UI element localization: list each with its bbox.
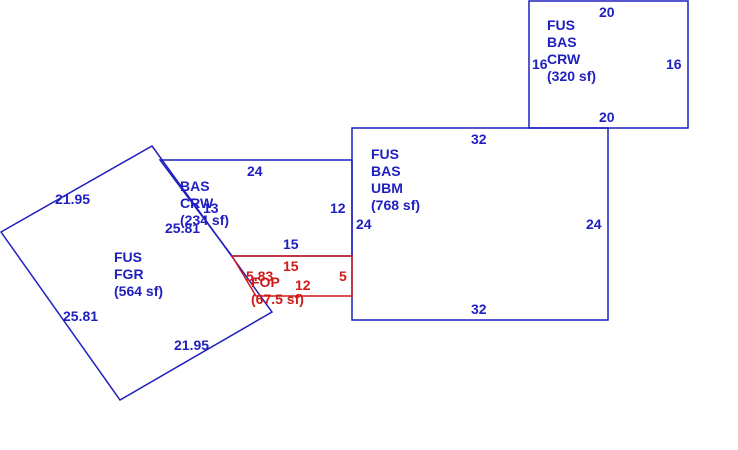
porch-area-label: FOP (67.5 sf)	[251, 274, 304, 308]
porch-area-label-line2: (67.5 sf)	[251, 291, 304, 307]
garage-area-label-line2: FGR	[114, 266, 144, 282]
basement-area-label: FUS BAS UBM (768 sf)	[371, 146, 420, 214]
porch-top-dimension: 15	[283, 258, 299, 274]
upper-area-label-line3: CRW	[547, 51, 581, 67]
porch-left-dimension: 5.83	[246, 268, 274, 284]
crawl-bottom-dimension: 15	[283, 236, 299, 252]
garage-area-label-line1: FUS	[114, 249, 142, 265]
crawl-left-dimension: 13	[203, 200, 219, 216]
crawl-top-dimension: 24	[247, 163, 263, 179]
garage-area-label-line3: (564 sf)	[114, 283, 164, 299]
porch-right-dimension: 5	[339, 268, 347, 284]
upper-area-label-line4: (320 sf)	[547, 68, 597, 84]
porch-bottom-dimension: 12	[295, 277, 311, 293]
basement-area-label-line3: UBM	[371, 180, 403, 196]
upper-area-label-line1: FUS	[547, 17, 575, 33]
upper-area-outline	[528, 0, 689, 129]
basement-bottom-dimension: 32	[471, 301, 487, 317]
crawl-area-label-line2: CRW	[180, 195, 214, 211]
porch-area-label-line1: FOP	[251, 274, 280, 290]
basement-left-dimension: 24	[356, 216, 372, 232]
garage-area-label: FUS FGR (564 sf)	[114, 249, 163, 300]
basement-area-label-line1: FUS	[371, 146, 399, 162]
crawl-area-label-line1: BAS	[180, 178, 210, 194]
garage-area-outline	[0, 145, 274, 401]
crawl-area-label-line3: (234 sf)	[180, 212, 230, 228]
upper-bottom-dimension: 20	[599, 109, 615, 125]
garage-top-dimension: 21.95	[55, 191, 91, 207]
upper-area-label-line2: BAS	[547, 34, 577, 50]
basement-area-label-line2: BAS	[371, 163, 401, 179]
upper-right-dimension: 16	[666, 56, 682, 72]
upper-area-label: FUS BAS CRW (320 sf)	[547, 17, 596, 85]
crawl-right-dimension: 12	[330, 200, 346, 216]
basement-top-dimension: 32	[471, 131, 487, 147]
basement-area-label-line4: (768 sf)	[371, 197, 421, 213]
crawl-area-label: BAS CRW (234 sf)	[180, 178, 229, 229]
garage-bottom-dimension: 21.95	[174, 337, 210, 353]
porch-area-outline	[230, 255, 353, 297]
upper-left-dimension: 16	[532, 56, 548, 72]
garage-left-dimension: 25.81	[63, 308, 99, 324]
garage-right-dimension: 25.81	[165, 220, 201, 236]
basement-right-dimension: 24	[586, 216, 602, 232]
upper-top-dimension: 20	[599, 4, 615, 20]
